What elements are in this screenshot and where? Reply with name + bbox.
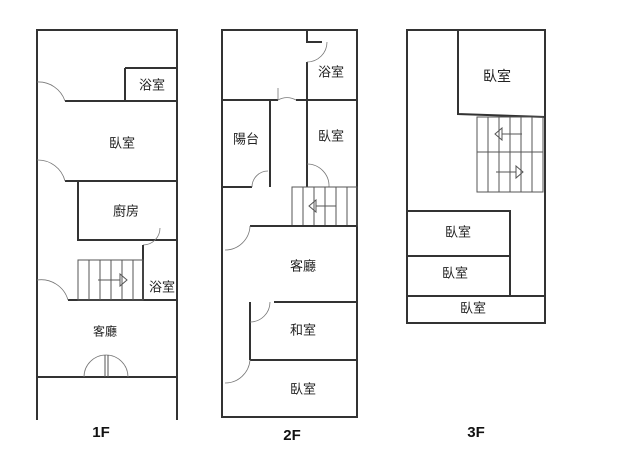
- room-label-bedroom: 臥室: [442, 266, 468, 282]
- room-label-bathroom: 浴室: [318, 65, 344, 81]
- floor-label: 2F: [283, 427, 301, 444]
- room-label-kitchen: 廚房: [113, 204, 139, 220]
- stair-arrow-icon: [98, 272, 128, 288]
- room-label-balcony: 陽台: [233, 133, 259, 148]
- floor-3-plan: 臥室 臥室 臥室 臥室 3F: [406, 29, 546, 441]
- floor-label: 1F: [92, 424, 110, 441]
- staircase: [77, 259, 144, 301]
- room-label-bathroom: 浴室: [139, 78, 165, 94]
- room-label-tatami-room: 和室: [290, 323, 316, 339]
- floor-label: 3F: [467, 424, 485, 441]
- room-label-living-room: 客廳: [93, 324, 117, 339]
- room-label-bedroom: 臥室: [318, 129, 344, 145]
- floor-1-plan: 浴室 臥室 廚房 浴室 客廳 1F: [36, 29, 178, 441]
- room-label-bedroom: 臥室: [109, 136, 135, 152]
- stair-arrow-icon: [494, 126, 522, 142]
- room-label-bathroom: 浴室: [149, 280, 175, 296]
- room-label-living-room: 客廳: [290, 259, 316, 275]
- floor-2-plan: 浴室 陽台 臥室 客廳 和室 臥室 2F: [221, 29, 358, 444]
- stair-arrow-icon: [496, 164, 524, 180]
- staircase: [291, 186, 358, 227]
- room-label-bedroom: 臥室: [483, 68, 511, 85]
- room-label-bedroom: 臥室: [460, 301, 486, 317]
- room-label-bedroom: 臥室: [445, 225, 471, 241]
- room-label-bedroom: 臥室: [290, 382, 316, 398]
- staircase: [476, 116, 544, 193]
- stair-arrow-icon: [308, 198, 336, 214]
